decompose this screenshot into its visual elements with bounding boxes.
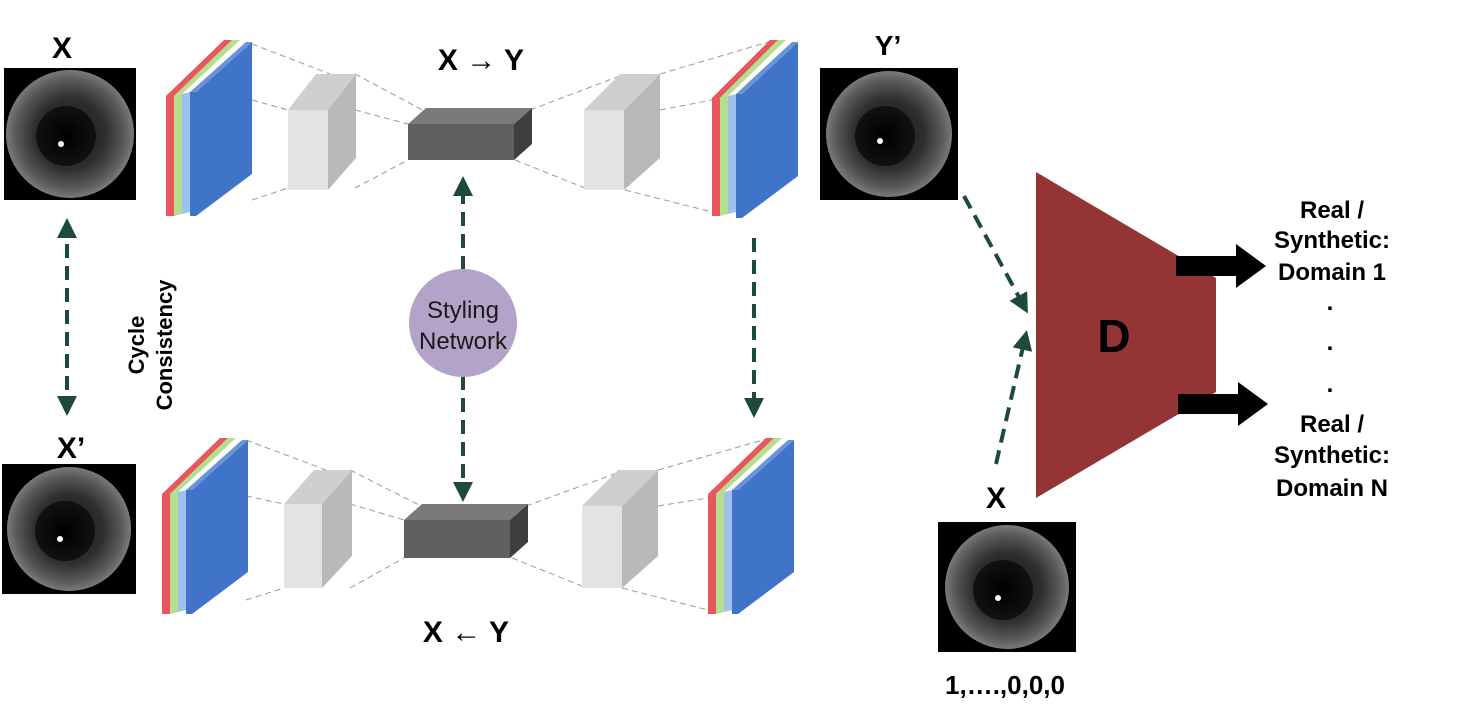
x-to-d-arrow <box>994 330 1033 465</box>
encoder-block-bottom <box>284 470 352 588</box>
styling-network-circle <box>409 269 517 377</box>
label-forward-mapping: X → Y <box>438 44 524 77</box>
discriminator-trapezoid <box>1036 172 1216 498</box>
label-domain-code: 1,….,0,0,0 <box>945 670 1065 700</box>
label-x-prime: X’ <box>57 432 85 465</box>
bottleneck-top <box>408 108 532 160</box>
y-prime-to-d-arrow <box>962 195 1028 314</box>
eye-image-x-bottom <box>938 522 1076 652</box>
feature-stack-bottom-left <box>162 438 248 614</box>
output-1-line2: Synthetic: <box>1274 227 1390 254</box>
decoder-block-bottom <box>582 470 658 588</box>
ellipsis-dot-2: . <box>1327 329 1334 356</box>
label-backward-mapping: X ← Y <box>423 616 509 649</box>
output-1-line1: Real / <box>1300 197 1364 224</box>
label-discriminator: D <box>1097 310 1130 362</box>
eye-image-x-prime <box>2 464 136 594</box>
feature-stack-top-right <box>712 40 798 218</box>
label-cycle: Cycle <box>124 316 149 375</box>
label-network: Network <box>419 328 508 355</box>
bottleneck-bottom <box>404 504 528 558</box>
output-arrow-domain-1 <box>1176 244 1266 288</box>
output-1-line3: Domain 1 <box>1278 259 1386 286</box>
decoder-block-top <box>584 74 660 190</box>
output-n-line1: Real / <box>1300 411 1364 438</box>
feature-stack-bottom-right <box>708 438 794 614</box>
eye-image-x-top <box>4 68 136 200</box>
label-x-top: X <box>52 32 72 65</box>
label-consistency: Consistency <box>152 279 177 411</box>
ellipsis-dot-1: . <box>1327 289 1334 316</box>
output-n-line3: Domain N <box>1276 475 1388 502</box>
label-y-prime: Y’ <box>875 30 901 61</box>
ellipsis-dot-3: . <box>1327 371 1334 398</box>
output-arrow-domain-n <box>1178 382 1268 426</box>
label-styling: Styling <box>427 297 499 324</box>
feature-stack-top-left <box>166 40 252 216</box>
generator-top <box>166 39 798 218</box>
output-n-line2: Synthetic: <box>1274 442 1390 469</box>
label-x-bottom: X <box>986 482 1006 515</box>
generator-bottom <box>162 437 794 614</box>
eye-image-y-prime <box>820 68 958 200</box>
encoder-block-top <box>288 74 356 190</box>
